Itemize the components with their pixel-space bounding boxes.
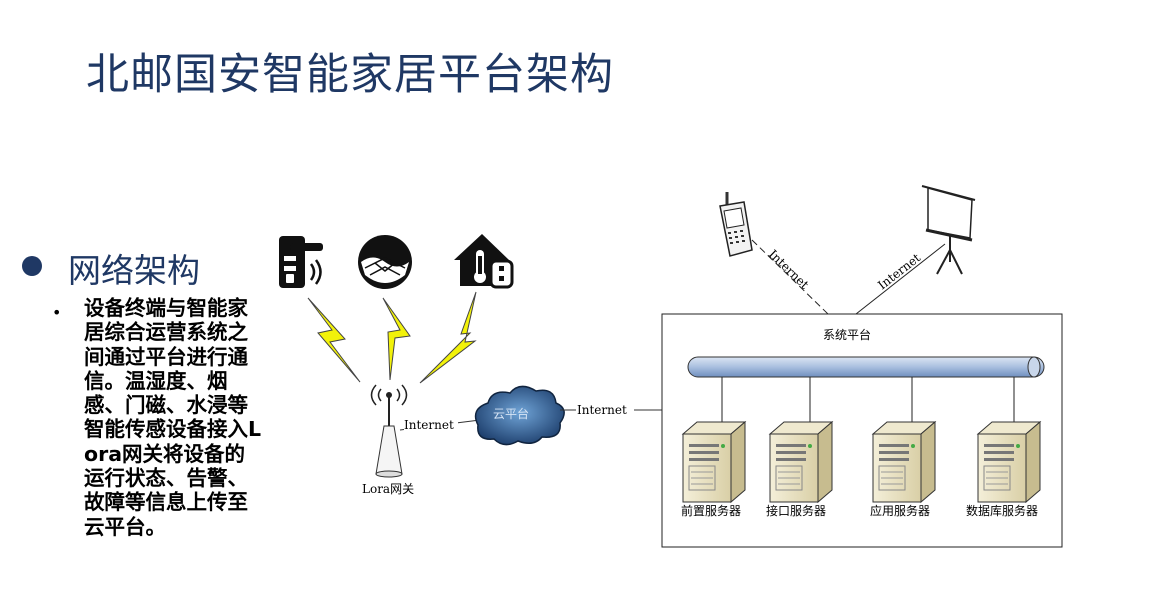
front-server-icon [682,421,746,503]
gateway-label: Lora网关 [362,482,414,496]
mobile-phone-icon [719,192,753,257]
door-lock-sensor-icon [279,236,323,288]
server-label: 数据库服务器 [966,503,1038,518]
home-temperature-sensor-icon [454,234,514,289]
section-heading: 网络架构 [68,251,200,290]
platform-title: 系统平台 [823,327,871,342]
link-label-bg [576,403,634,417]
phone-link-label: Internet [766,247,812,292]
server-label: 应用服务器 [870,503,930,518]
cloud-platform-icon [474,385,565,446]
phone-link [751,239,829,315]
lora-gateway-icon [370,384,408,478]
projector-screen-icon [921,185,976,275]
sub-bullet-dot: • [52,303,62,322]
server-connectors [721,377,1015,422]
link-label-bg [404,418,458,432]
screen-link-label: Internet [875,251,923,293]
interface-server-icon [769,421,833,503]
server-label: 前置服务器 [681,503,741,518]
section-body-text: 设备终端与智能家居综合运营系统之间通过平台进行通信。温湿度、烟感、门磁、水浸等智… [84,296,262,539]
cloud-label: 云平台 [493,406,529,421]
page-title: 北邮国安智能家居平台架构 [86,50,614,100]
wireless-signal-lightning [307,291,477,384]
cloud-link-label: Internet [577,403,627,417]
water-leak-sensor-icon [358,235,412,289]
database-server-icon [977,421,1041,503]
gateway-link-label: Internet [404,418,454,432]
platform-bus [687,356,1045,378]
application-server-icon [872,421,936,503]
bullet-dot [22,256,42,276]
server-label: 接口服务器 [766,503,826,518]
screen-link [855,243,946,315]
